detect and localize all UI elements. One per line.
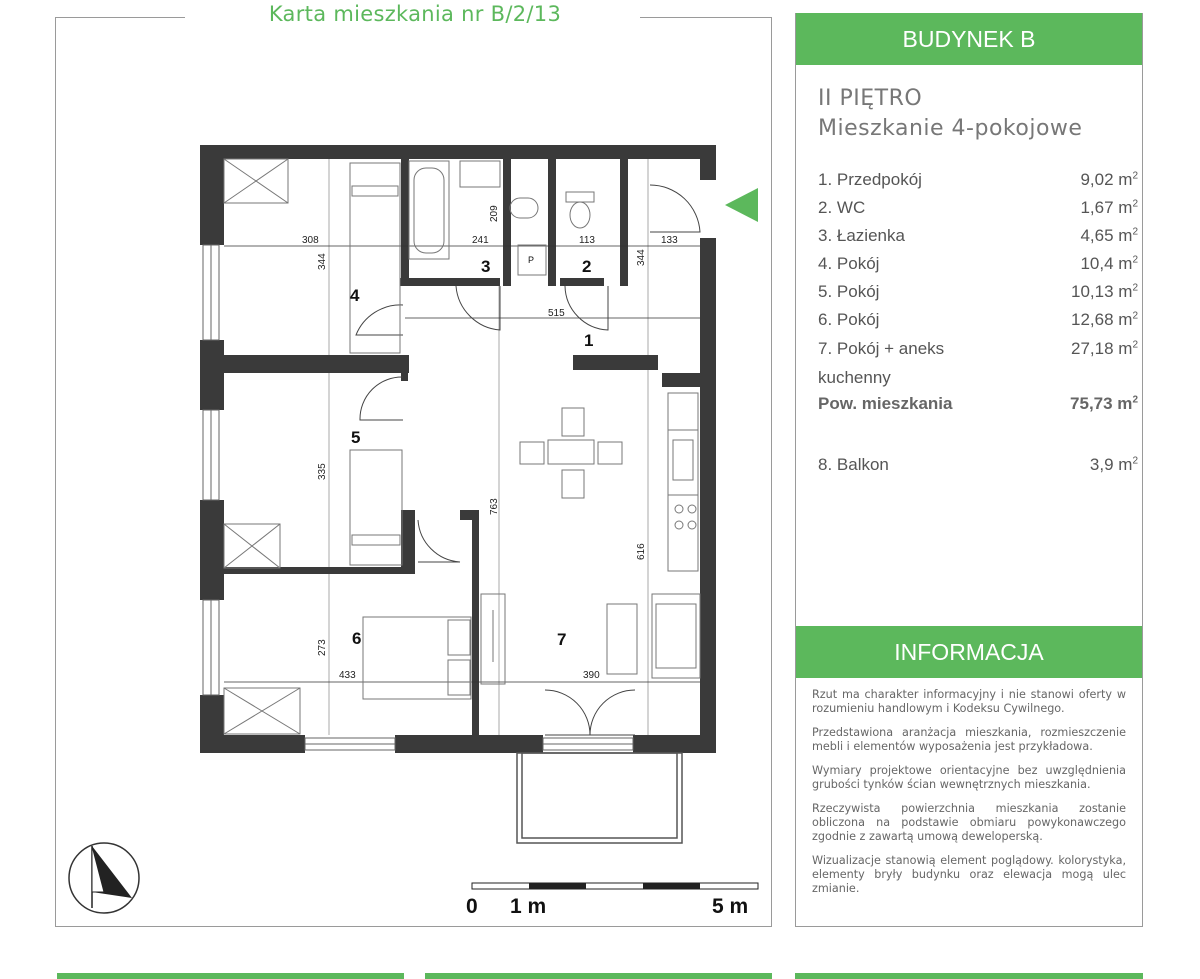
- dim-335: 335: [317, 463, 328, 480]
- room-number-3: 3: [481, 257, 490, 276]
- dim-515: 515: [548, 308, 565, 319]
- frame-top-left: [55, 17, 185, 18]
- room-name: 3. Łazienka: [818, 226, 905, 245]
- info-text: Rzut ma charakter informacyjny i nie sta…: [812, 688, 1126, 906]
- dim-209: 209: [489, 205, 500, 222]
- dim-133: 133: [661, 235, 678, 246]
- room-name: kuchenny: [818, 368, 891, 387]
- dim-616: 616: [636, 543, 647, 560]
- room-name: 6. Pokój: [818, 310, 880, 329]
- info-paragraph: Przedstawiona aranżacja mieszkania, rozm…: [812, 726, 1126, 753]
- north-arrow-icon: [68, 842, 140, 914]
- info-header: INFORMACJA: [796, 626, 1142, 678]
- frame-top-right: [640, 17, 772, 18]
- dim-273: 273: [317, 639, 328, 656]
- room-name: 8. Balkon: [818, 455, 889, 474]
- dim-308: 308: [302, 235, 319, 246]
- room-name: 4. Pokój: [818, 254, 880, 273]
- room-area: 75,73 m2: [1070, 394, 1138, 413]
- room-name: Pow. mieszkania: [818, 394, 953, 413]
- room-name: 7. Pokój + aneks: [818, 339, 945, 358]
- dim-763: 763: [489, 498, 500, 515]
- dim-433: 433: [339, 670, 356, 681]
- entrance-arrow-icon: [725, 188, 758, 222]
- room-area: 9,02 m2: [1080, 170, 1138, 189]
- plan-frame: [55, 17, 772, 927]
- bottom-bar-middle: [425, 973, 772, 979]
- info-paragraph: Wymiary projektowe orientacyjne bez uwzg…: [812, 764, 1126, 791]
- room-area: 4,65 m2: [1080, 226, 1138, 245]
- room-number-4: 4: [350, 286, 360, 305]
- info-paragraph: Rzeczywista powierzchnia mieszkania zost…: [812, 802, 1126, 843]
- room-number-5: 5: [351, 428, 360, 447]
- room-number-1: 1: [584, 331, 593, 350]
- dim-241: 241: [472, 235, 489, 246]
- room-name: 1. Przedpokój: [818, 170, 922, 189]
- room-area: 3,9 m2: [1089, 455, 1138, 474]
- wc-fixture-label: P: [528, 255, 534, 265]
- floor-plan: 4 3 2 1 5 6 7 P 308 344 241 209 113 133 …: [68, 145, 759, 914]
- room-area: 12,68 m2: [1071, 310, 1138, 329]
- sheet-title: Karta mieszkania nr B/2/13: [268, 2, 562, 26]
- building-header: BUDYNEK B: [796, 13, 1142, 65]
- room-area: 27,18 m2: [1071, 339, 1138, 358]
- scale-bar: [471, 882, 759, 890]
- room-name: 2. WC: [818, 198, 866, 217]
- dim-390: 390: [583, 670, 600, 681]
- scale-zero: 0: [466, 895, 478, 918]
- floor-title: II PIĘTRO: [818, 86, 923, 111]
- room-number-7: 7: [557, 630, 566, 649]
- bottom-bar-left: [57, 973, 404, 979]
- room-number-6: 6: [352, 629, 361, 648]
- dim-344a: 344: [317, 253, 328, 270]
- room-area: 1,67 m2: [1080, 198, 1138, 217]
- info-paragraph: Wizualizacje stanowią element poglądowy.…: [812, 854, 1126, 895]
- dim-113: 113: [579, 235, 595, 246]
- room-area: 10,13 m2: [1071, 282, 1138, 301]
- scale-five-meters: 5 m: [712, 895, 749, 918]
- dim-344b: 344: [636, 249, 647, 266]
- room-number-2: 2: [582, 257, 591, 276]
- outer-walls: [200, 145, 716, 753]
- bottom-bar-right: [795, 973, 1143, 979]
- info-paragraph: Rzut ma charakter informacyjny i nie sta…: [812, 688, 1126, 715]
- flat-type: Mieszkanie 4-pokojowe: [818, 116, 1083, 141]
- scale-one-meter: 1 m: [510, 895, 547, 918]
- room-name: 5. Pokój: [818, 282, 880, 301]
- room-area: 10,4 m2: [1080, 254, 1138, 273]
